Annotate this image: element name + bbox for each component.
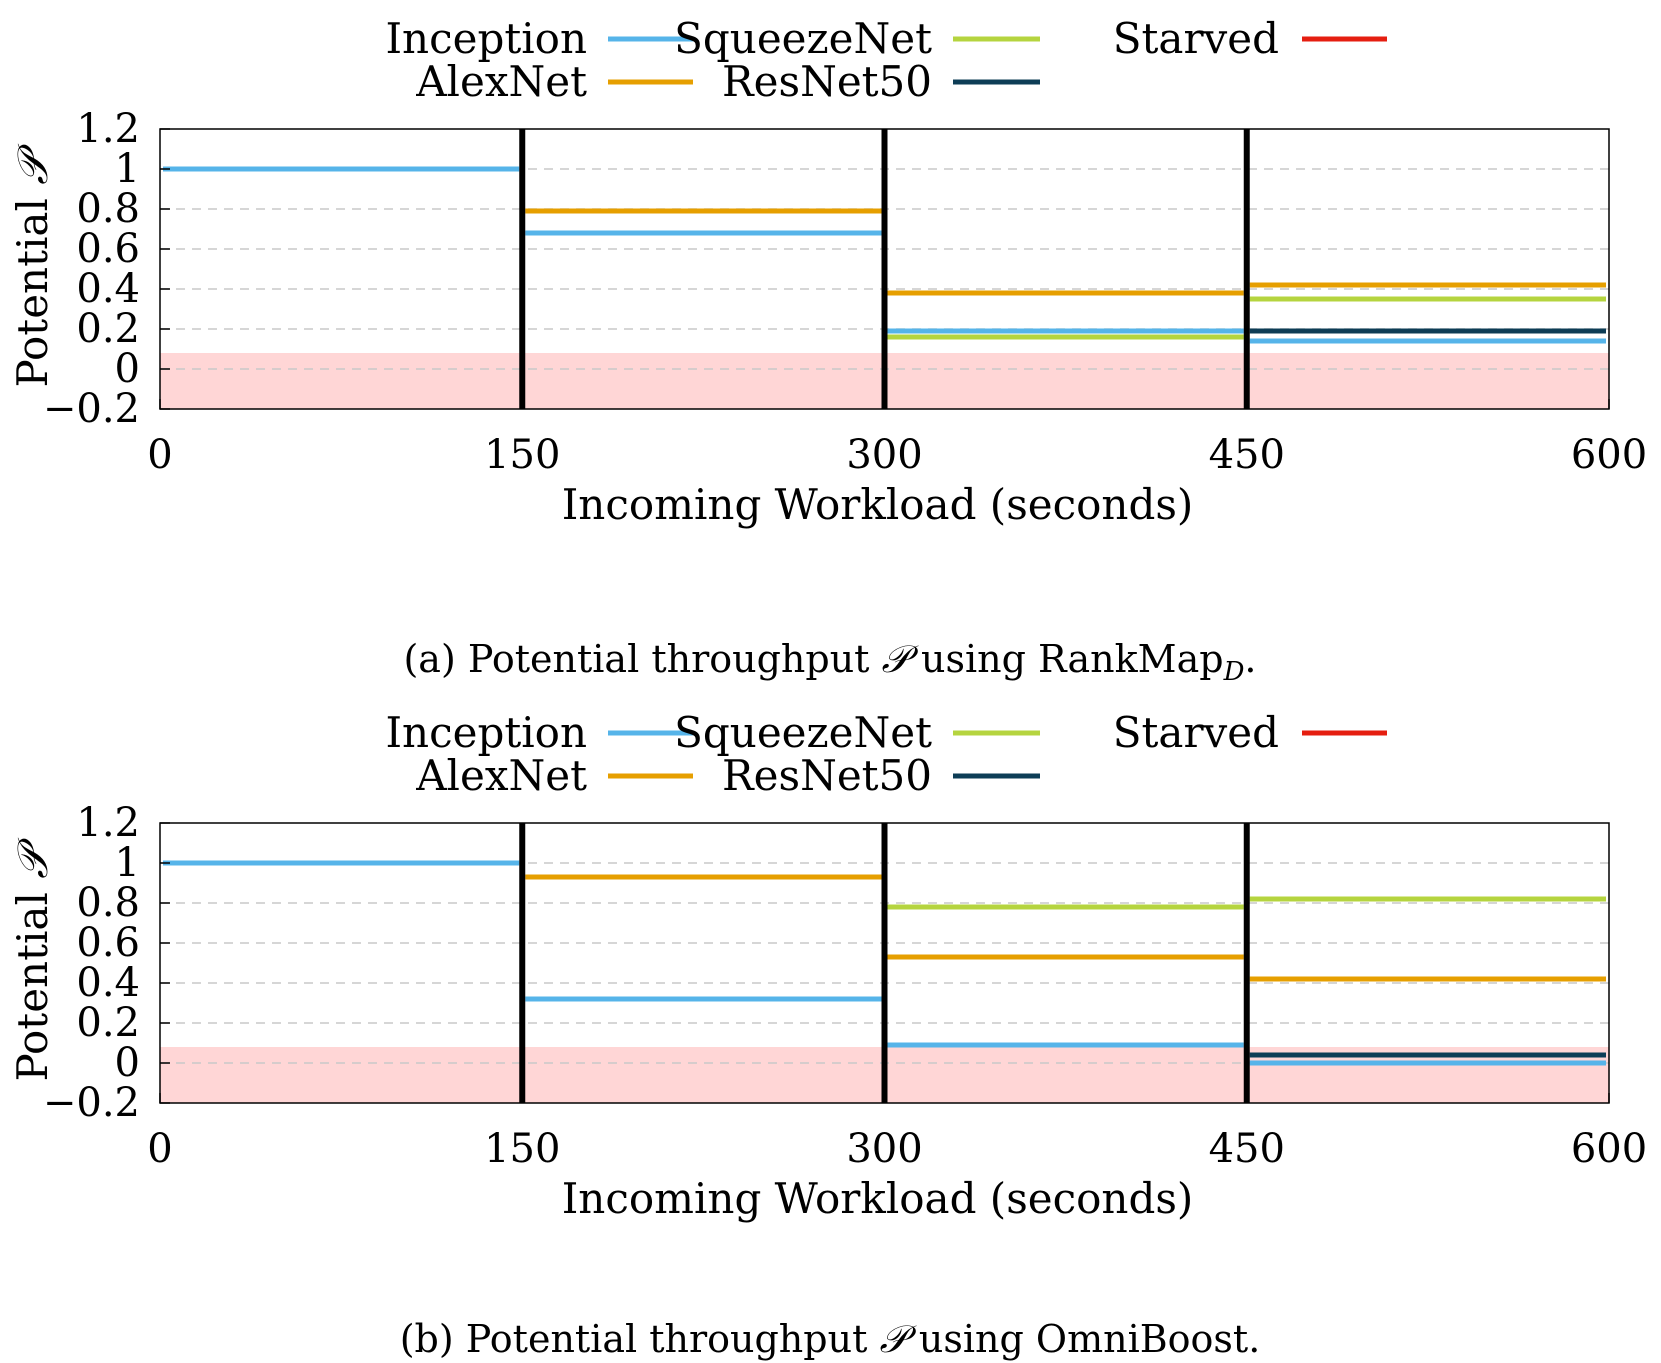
legend-label-resnet50: ResNet50	[722, 751, 932, 800]
x-axis-label: Incoming Workload (seconds)	[562, 1174, 1194, 1223]
y-tick-label: 0.8	[76, 880, 140, 926]
legend-label-inception: Inception	[385, 708, 587, 757]
caption-text: .	[1244, 637, 1256, 681]
y-tick-label: 0.6	[76, 226, 140, 272]
legend-label-alexnet: AlexNet	[415, 57, 587, 106]
y-tick-label: 0.2	[76, 306, 140, 352]
y-tick-label: 0.6	[76, 920, 140, 966]
y-axis-label: Potential 𝒫	[8, 144, 57, 388]
x-tick-label: 600	[1571, 432, 1647, 478]
y-tick-label: 0	[115, 346, 140, 392]
y-axis-label-symbol: 𝒫	[8, 838, 57, 879]
y-axis-label-text: Potential	[8, 185, 57, 388]
x-tick-label: 300	[846, 1126, 922, 1172]
legend-label-resnet50: ResNet50	[722, 57, 932, 106]
y-tick-label: 0.4	[76, 960, 140, 1006]
x-tick-label: 450	[1209, 432, 1285, 478]
y-axis-label-text: Potential	[8, 879, 57, 1082]
y-tick-label: 1	[115, 840, 140, 886]
caption: (a) Potential throughput 𝒫 using RankMap…	[403, 637, 1256, 687]
x-axis-label: Incoming Workload (seconds)	[562, 480, 1194, 529]
y-tick-label: 0.4	[76, 266, 140, 312]
y-tick-label: −0.2	[43, 1080, 140, 1126]
caption-text: (a) Potential throughput	[403, 637, 881, 681]
legend-label-inception: Inception	[385, 14, 587, 63]
legend-label-alexnet: AlexNet	[415, 751, 587, 800]
y-axis-label: Potential 𝒫	[8, 838, 57, 1082]
x-tick-label: 150	[484, 1126, 560, 1172]
legend-label-starved: Starved	[1113, 14, 1279, 63]
legend-label-squeezenet: SqueezeNet	[674, 14, 932, 63]
x-tick-label: 0	[147, 432, 172, 478]
x-tick-label: 450	[1209, 1126, 1285, 1172]
legend-label-starved: Starved	[1113, 708, 1279, 757]
x-tick-label: 0	[147, 1126, 172, 1172]
y-tick-label: 1	[115, 146, 140, 192]
y-tick-label: 1.2	[76, 800, 140, 846]
y-axis-label-symbol: 𝒫	[8, 144, 57, 185]
y-tick-label: 1.2	[76, 106, 140, 152]
caption-subscript: D	[1223, 657, 1245, 687]
y-tick-label: 0.2	[76, 1000, 140, 1046]
x-tick-label: 150	[484, 432, 560, 478]
legend-label-squeezenet: SqueezeNet	[674, 708, 932, 757]
caption-text: (b) Potential throughput	[400, 1317, 880, 1361]
y-tick-label: 0	[115, 1040, 140, 1086]
caption-text: using RankMap	[909, 637, 1224, 681]
x-tick-label: 300	[846, 432, 922, 478]
caption: (b) Potential throughput 𝒫 using OmniBoo…	[400, 1317, 1261, 1361]
x-tick-label: 600	[1571, 1126, 1647, 1172]
y-tick-label: −0.2	[43, 386, 140, 432]
caption-text: using OmniBoost.	[907, 1317, 1260, 1361]
y-tick-label: 0.8	[76, 186, 140, 232]
